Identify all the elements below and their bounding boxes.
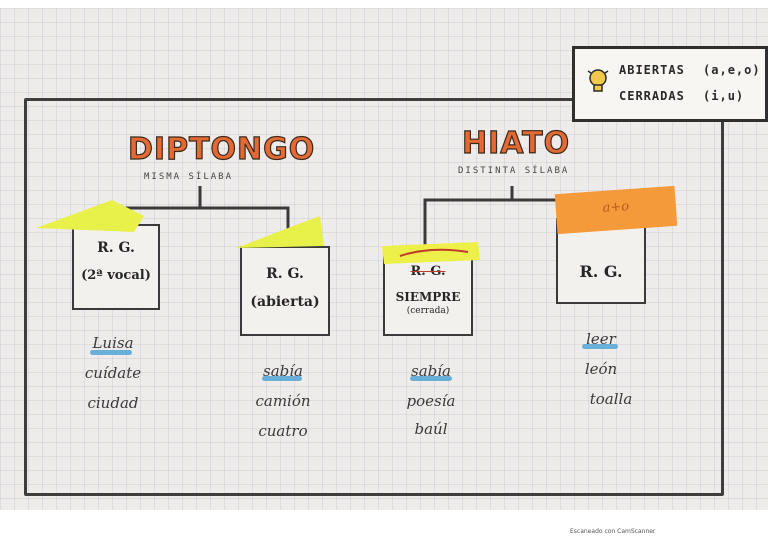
- legend-closed-vowels: (i,u): [703, 89, 745, 103]
- poster-frame: [24, 98, 724, 496]
- hiato-title: HIATO: [461, 125, 571, 161]
- diptongo-title: DIPTONGO: [127, 131, 316, 167]
- example-word: cuatro: [258, 422, 308, 440]
- lightbulb-icon: [587, 69, 609, 92]
- example-word: león: [584, 360, 618, 378]
- hiato-subtitle: DISTINTA SÍLABA: [458, 166, 570, 176]
- scanner-footer: Escaneado con CamScanner: [570, 528, 656, 535]
- sticky-note-yellow: [36, 200, 144, 232]
- word-underline: [90, 350, 132, 355]
- example-word: toalla: [589, 390, 633, 408]
- example-word: sabía: [411, 362, 451, 380]
- example-word: sabía: [263, 362, 303, 380]
- word-underline: [262, 376, 302, 381]
- example-word: camión: [255, 392, 311, 410]
- word-underline: [582, 344, 618, 349]
- diptongo-subtitle: MISMA SÍLABA: [144, 172, 234, 182]
- example-word: poesía: [406, 392, 456, 410]
- word-underline: [410, 376, 452, 381]
- sticky-note-yellow: [236, 216, 324, 248]
- diptongo-rule-card-2: R. G. (abierta): [240, 246, 330, 336]
- example-word: Luisa: [92, 334, 134, 352]
- legend-open-vowels: (a,e,o): [703, 63, 761, 77]
- card-rule-label: R. G.: [97, 240, 135, 256]
- card-rule-label: R. G.: [410, 264, 446, 279]
- card-rule-note: (cerrada): [406, 306, 450, 316]
- legend-closed-label: CERRADAS: [619, 89, 685, 103]
- sticky-note-orange: a+o: [554, 185, 678, 235]
- card-rule-detail: SIEMPRE: [395, 290, 461, 304]
- card-rule-detail: (abierta): [250, 294, 320, 310]
- diptongo-rule-card-1: R. G. (2ª vocal): [72, 224, 160, 310]
- example-word: ciudad: [87, 394, 139, 412]
- example-word: leer: [586, 330, 616, 348]
- sticky-note-text: a+o: [602, 199, 630, 216]
- sticky-note-yellow: [382, 242, 480, 264]
- vowel-legend: ABIERTAS (a,e,o) CERRADAS (i,u): [572, 46, 768, 122]
- example-word: cuídate: [84, 364, 142, 382]
- example-word: baúl: [414, 420, 448, 438]
- card-rule-detail: (2ª vocal): [81, 268, 151, 283]
- card-rule-label: R. G.: [266, 266, 304, 282]
- card-rule-label: R. G.: [579, 262, 623, 281]
- legend-open-label: ABIERTAS: [619, 63, 685, 77]
